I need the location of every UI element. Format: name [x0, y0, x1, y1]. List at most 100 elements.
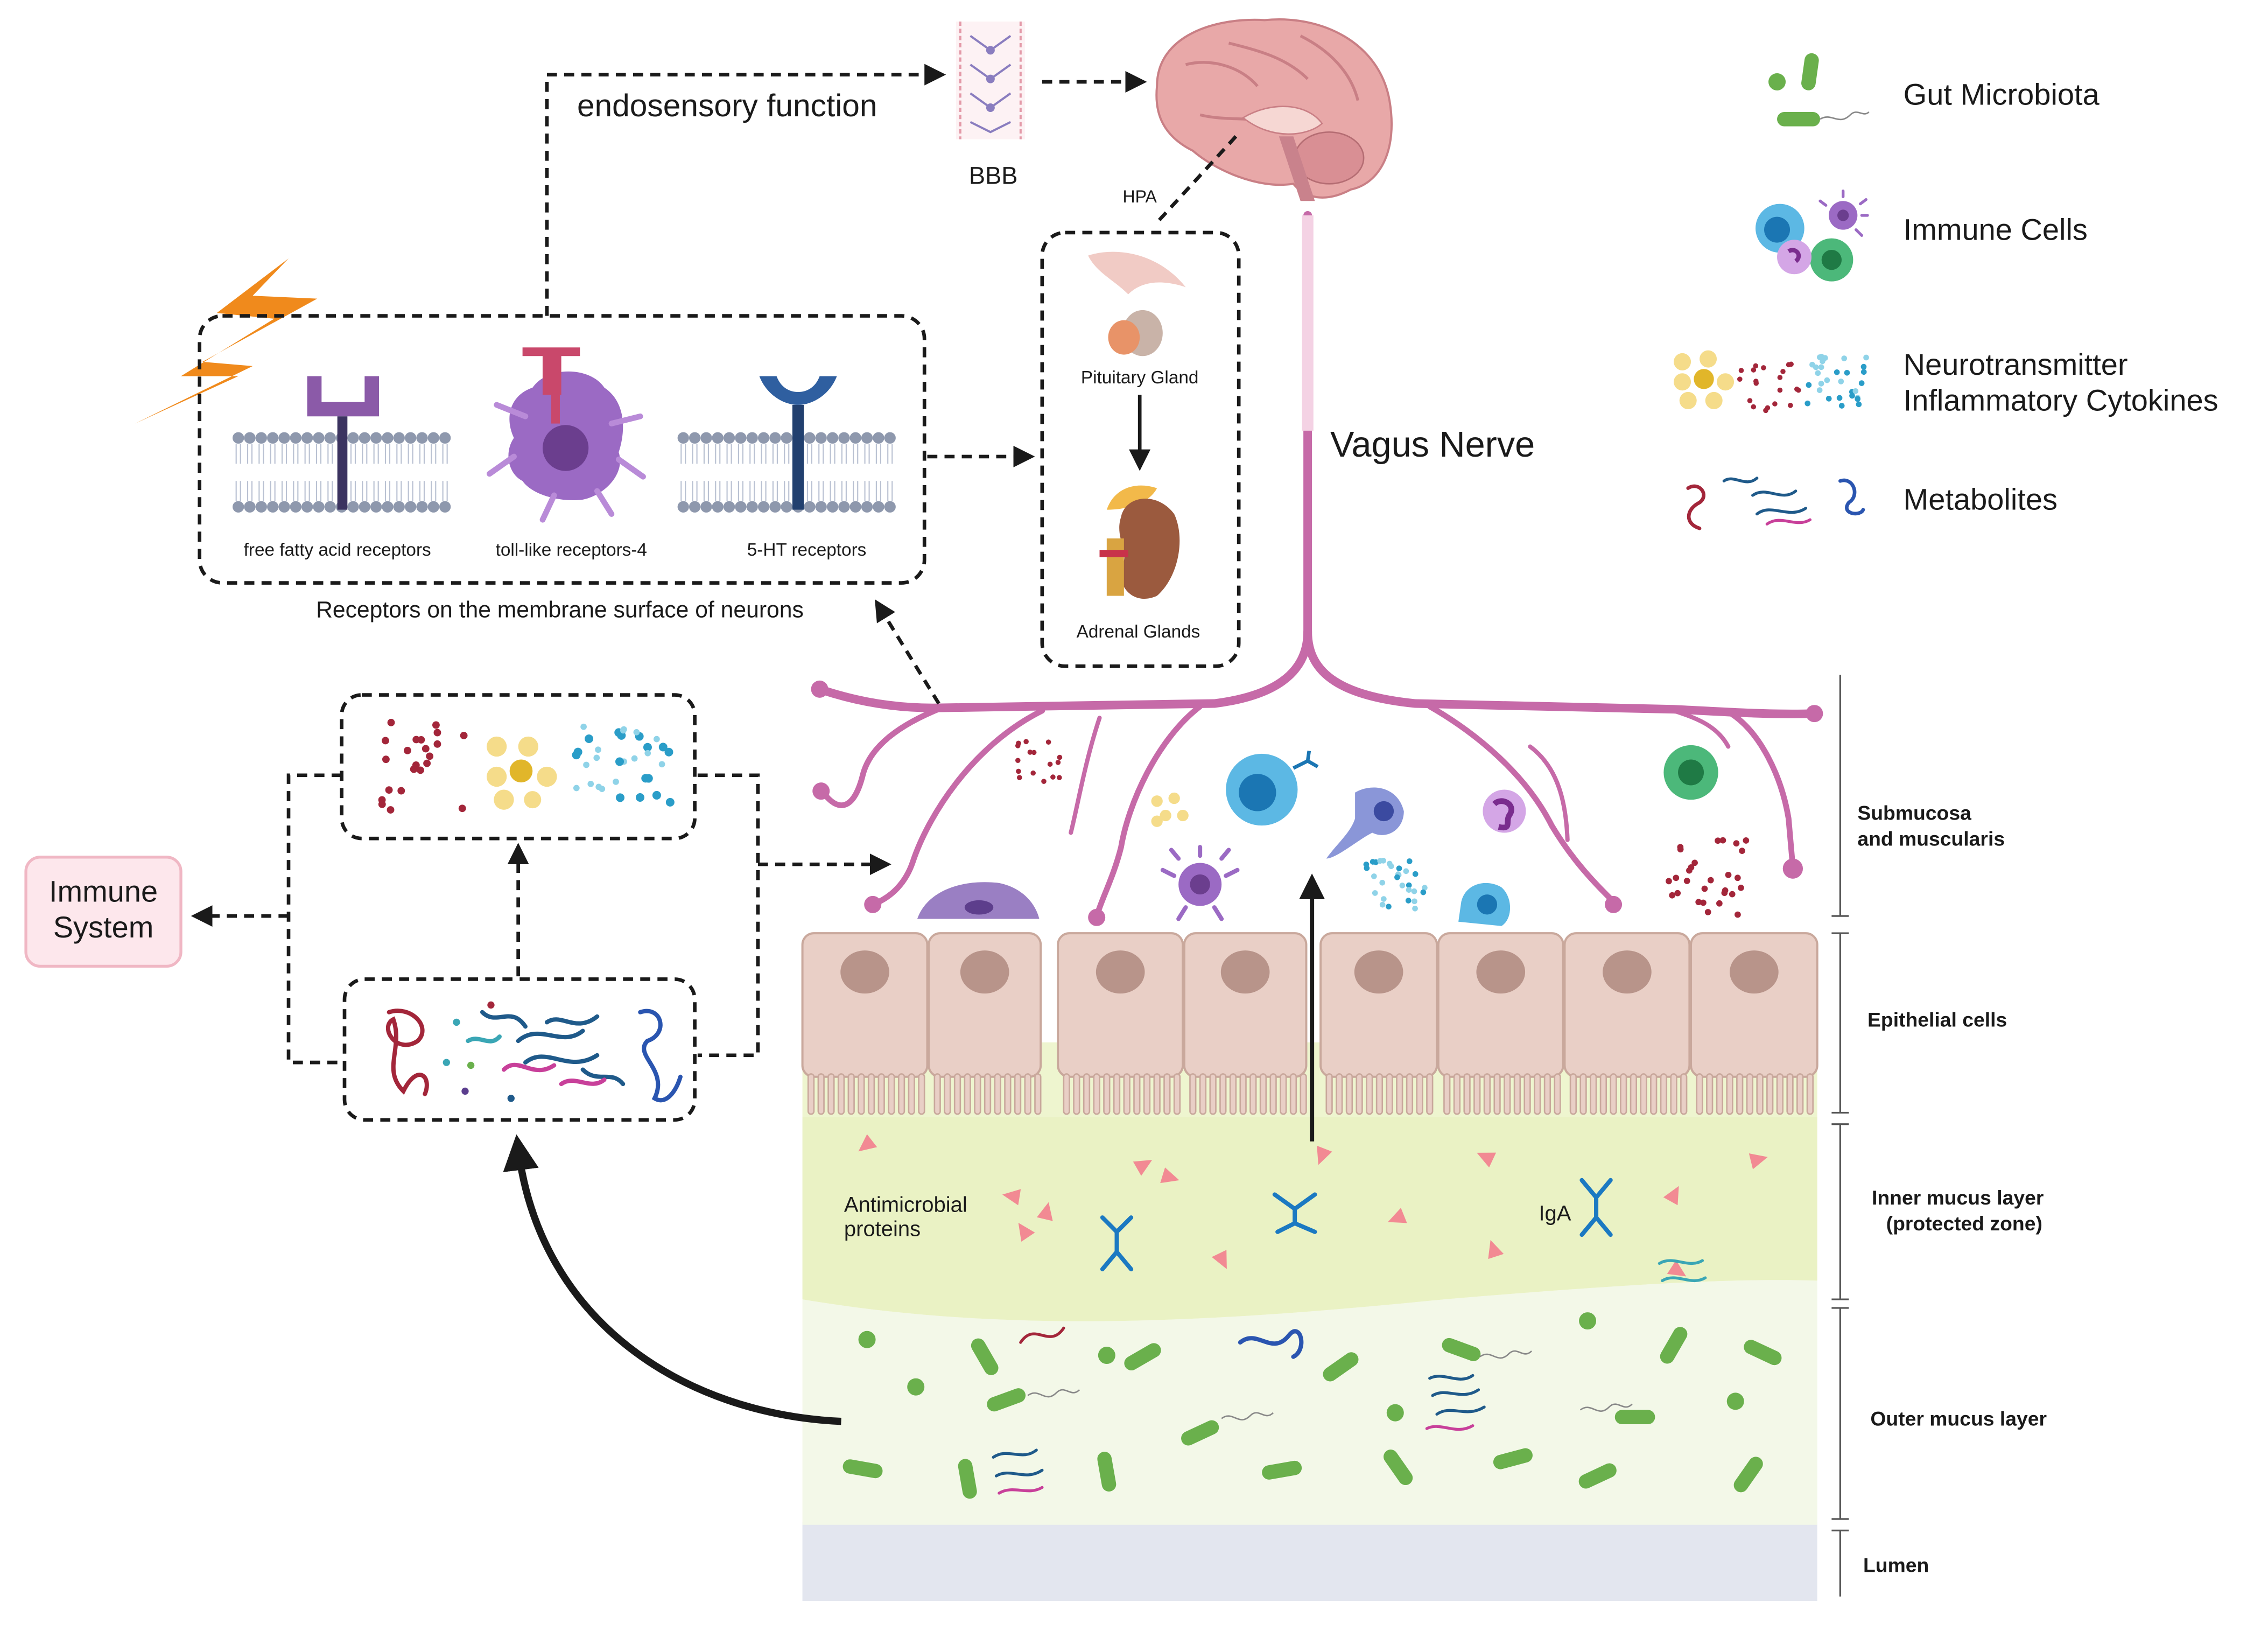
glands-box: [1040, 230, 1241, 668]
cell-nucleus: [960, 950, 1009, 994]
bacterium-coccus: [1386, 1404, 1404, 1422]
cytokine-dot: [580, 723, 587, 730]
antimicrobial-protein: [1749, 1153, 1768, 1170]
ht5-membrane: [677, 431, 897, 514]
phospholipid: [722, 431, 736, 514]
cytokine-dot: [458, 804, 466, 813]
outer-mucus-label: Outer mucus layer: [1870, 1408, 2047, 1430]
phospholipid: [849, 431, 862, 514]
bacterium-coccus: [1726, 1392, 1744, 1410]
cell-nucleus: [1354, 950, 1403, 994]
bacterium-rod: [1578, 1463, 1617, 1489]
metabolites-box: [342, 977, 697, 1122]
submucosa-label-line2: and muscularis: [1857, 827, 2005, 850]
gut-bacteria: [842, 1312, 1782, 1499]
cytokine-dot: [573, 785, 580, 792]
antimicrobial-protein: [1663, 1186, 1679, 1206]
antimicrobial-protein: [1488, 1240, 1504, 1259]
legend-immune-cells-label: Immune Cells: [1904, 212, 2088, 246]
bacterium-rod: [987, 1388, 1026, 1412]
metabolites-dots: [443, 1001, 515, 1102]
legend-neurotransmitter-label: Neurotransmitter: [1904, 347, 2128, 381]
endosensory-arrow: [545, 64, 1238, 316]
outer-mucus-layer: [802, 1280, 1817, 1525]
antimicrobial-label-line1: Antimicrobial: [844, 1193, 967, 1216]
phospholipid: [255, 431, 268, 514]
phospholipid: [324, 431, 337, 514]
antimicrobial-protein: [1667, 1260, 1687, 1277]
vagus-nerve: [811, 211, 1823, 926]
bacterium-rod: [1124, 1343, 1161, 1371]
cytokine-dot: [583, 761, 589, 768]
bacterium-rod: [971, 1338, 999, 1375]
antimicrobial-protein: [1317, 1145, 1332, 1165]
phospholipid: [677, 431, 690, 514]
bacterium-rod: [1614, 1410, 1655, 1425]
adrenal-gland-icon: [1099, 485, 1180, 599]
cytokine-dot: [665, 797, 675, 807]
legend-immune-cells-icon: [1756, 189, 1869, 282]
cytokine-dot: [585, 734, 594, 743]
antimicrobial-protein: [1211, 1250, 1227, 1269]
epithelial-cell: [1690, 932, 1818, 1078]
cytokine-dot: [387, 806, 395, 814]
legend-metabolites-icon: [1686, 477, 1865, 530]
cytokine-dot: [378, 800, 386, 808]
left-signal-arrows: [191, 599, 940, 1065]
bacterium-coccus: [858, 1331, 876, 1348]
cytokine-dot: [620, 727, 627, 734]
cytokine-dot: [636, 793, 645, 802]
phospholipid: [883, 431, 897, 514]
cell-nucleus: [1476, 950, 1526, 994]
neurotransmitter-particles: [378, 718, 675, 814]
bacterium-rod: [958, 1459, 977, 1499]
5ht-label: 5-HT receptors: [747, 540, 867, 560]
phospholipid: [346, 431, 360, 514]
phospholipid: [814, 431, 828, 514]
epithelial-label: Epithelial cells: [1867, 1008, 2007, 1031]
phospholipid: [231, 431, 245, 514]
legend-metabolites-label: Metabolites: [1904, 482, 2058, 516]
phospholipid: [860, 431, 874, 514]
phospholipid: [381, 431, 394, 514]
cytokine-dot: [423, 759, 431, 767]
phospholipid: [289, 431, 303, 514]
phospholipid: [699, 431, 713, 514]
phospholipid: [243, 431, 257, 514]
lumen-to-metabolites-arrow: [503, 1134, 841, 1425]
antimicrobial-protein: [1133, 1160, 1153, 1176]
antimicrobial-protein: [1018, 1222, 1035, 1242]
cytokine-dot: [658, 743, 668, 752]
bacterium-rod: [842, 1459, 883, 1479]
neurotransmitter-dot: [509, 759, 533, 783]
cytokine-dot: [460, 732, 468, 739]
signals-box: [340, 693, 697, 841]
submucosa-particles: [1015, 739, 1750, 918]
phospholipid: [415, 431, 429, 514]
phospholipid: [427, 431, 440, 514]
submucosa-label-line1: Submucosa: [1857, 801, 1971, 824]
receptors-caption: Receptors on the membrane surface of neu…: [316, 597, 804, 623]
adrenal-label: Adrenal Glands: [1077, 622, 1200, 642]
bacterium-rod: [1733, 1457, 1763, 1493]
phospholipid: [780, 431, 794, 514]
neurotransmitter-dot: [537, 766, 557, 787]
cytokine-dot: [658, 761, 665, 768]
phospholipid: [734, 431, 747, 514]
cytokine-dot: [593, 754, 600, 761]
phospholipid: [872, 431, 885, 514]
phospholipid: [300, 431, 314, 514]
cytokine-dot: [631, 755, 638, 762]
bbb-illustration: [956, 21, 1025, 139]
metabolites-squiggles: [385, 1009, 683, 1103]
cell-nucleus: [1220, 950, 1270, 994]
cell-nucleus: [1730, 950, 1779, 994]
phospholipid: [826, 431, 839, 514]
cytokine-dot: [615, 757, 624, 766]
cytokine-dot: [412, 736, 420, 744]
submucosa-immune-cells: [917, 745, 1718, 926]
phospholipid: [392, 431, 406, 514]
legend-neurotransmitter-icon: [1674, 350, 1869, 414]
bacterium-rod: [1323, 1352, 1359, 1382]
